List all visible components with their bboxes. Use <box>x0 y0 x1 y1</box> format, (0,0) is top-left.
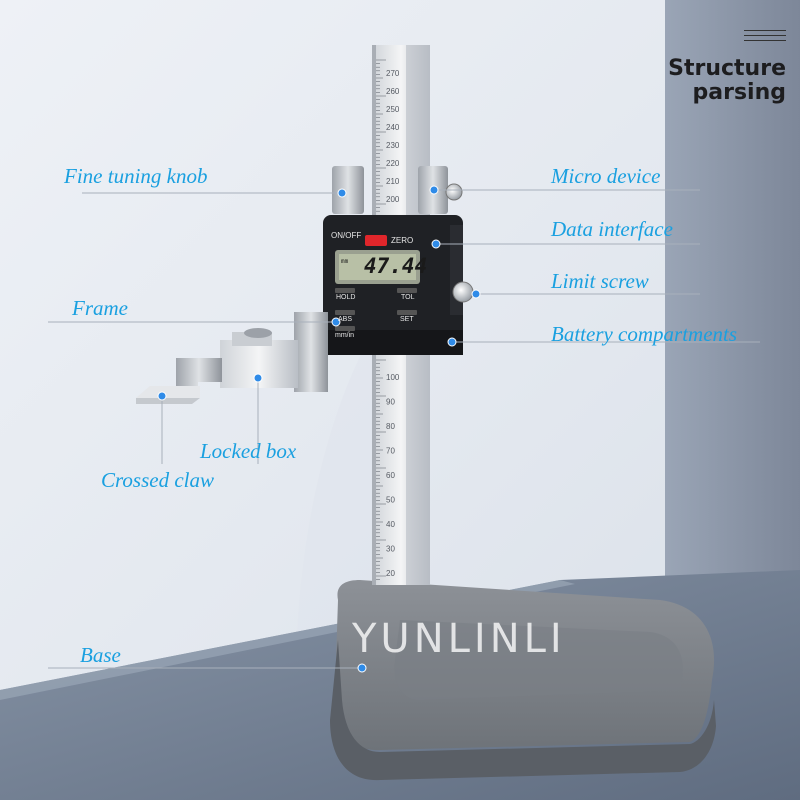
ruler-scale-label: 80 <box>386 422 395 431</box>
ruler-scale-label: 70 <box>386 447 395 456</box>
frame-assembly <box>136 312 328 404</box>
ruler-scale-label: 240 <box>386 123 400 132</box>
leader-lines <box>48 189 760 669</box>
page-title-line1: Structure <box>668 56 786 81</box>
mm-in-button: mm/in <box>335 332 355 339</box>
limit-screw-knob <box>452 281 474 303</box>
page-title-line2: parsing <box>692 80 787 105</box>
background-column <box>665 0 800 600</box>
ruler-scale-label: 260 <box>386 87 400 96</box>
ruler-scale-label: 60 <box>386 471 395 480</box>
label-fine-tuning-knob: Fine tuning knob <box>64 164 208 188</box>
set-button: SET <box>400 316 414 323</box>
ruler-scale-label: 40 <box>386 520 395 529</box>
label-locked-box: Locked box <box>200 439 297 463</box>
menu-icon[interactable] <box>744 30 786 44</box>
ruler-scale-label: 20 <box>386 569 395 578</box>
lcd-unit: mm <box>341 258 349 265</box>
ruler-ticks-upper <box>376 59 386 212</box>
ruler-labels-upper: 270 260 250 240 230 220 210 200 <box>386 69 400 204</box>
label-battery-compartments: Battery compartments <box>551 322 738 346</box>
micro-device-screw <box>445 183 463 201</box>
label-base: Base <box>80 643 121 667</box>
lcd-reading: 47.44 <box>364 254 428 278</box>
ruler-scale-label: 250 <box>386 105 400 114</box>
ruler-scale-label: 100 <box>386 373 400 382</box>
tol-button: TOL <box>401 294 415 301</box>
ruler-scale-label: 230 <box>386 141 400 150</box>
brand-watermark: YUNLINLI <box>352 616 566 662</box>
ruler-labels-lower: 100 90 80 70 60 50 40 30 20 <box>386 373 400 578</box>
ruler-scale-label: 220 <box>386 159 400 168</box>
ruler-scale-label: 30 <box>386 545 395 554</box>
ruler-ticks-lower <box>376 359 386 580</box>
ruler-scale-label: 200 <box>386 195 400 204</box>
label-limit-screw: Limit screw <box>551 269 649 293</box>
ruler-scale-label: 50 <box>386 496 395 505</box>
base-casting <box>330 580 716 781</box>
label-micro-device: Micro device <box>551 164 661 188</box>
fine-tuning-knob-block <box>332 166 364 214</box>
hold-button: HOLD <box>336 294 356 301</box>
ruler-scale-label: 210 <box>386 177 400 186</box>
ruler-scale-label: 270 <box>386 69 400 78</box>
label-frame: Frame <box>72 296 128 320</box>
label-data-interface: Data interface <box>551 217 673 241</box>
marker-dots <box>157 185 481 673</box>
on-off-label: ON/OFF <box>331 231 362 240</box>
digital-head <box>323 215 463 355</box>
zero-label: ZERO <box>391 236 414 245</box>
abs-button: ABS <box>338 316 353 323</box>
power-button-red <box>365 235 387 246</box>
ruler-scale-label: 90 <box>386 398 395 407</box>
label-crossed-claw: Crossed claw <box>101 468 214 492</box>
